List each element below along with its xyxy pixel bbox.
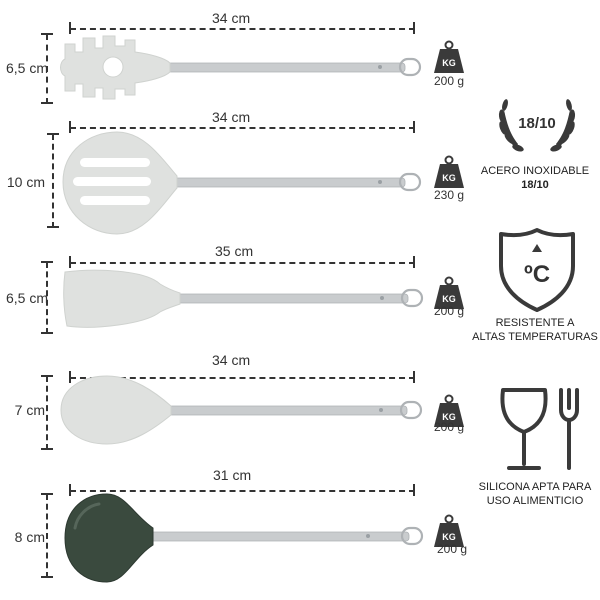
width-dimension-line xyxy=(46,494,48,578)
food-caption-line1: SILICONA APTA PARA xyxy=(478,481,592,493)
width-dimension-line xyxy=(46,376,48,450)
dimension-cap xyxy=(41,261,53,263)
weight-label: 200 g xyxy=(433,304,465,318)
svg-text:KG: KG xyxy=(442,58,456,68)
temperature-caption-line1: RESISTENTE A xyxy=(495,317,575,329)
food-caption-line2: USO ALIMENTICIO xyxy=(486,495,584,507)
width-label: 8 cm xyxy=(14,529,45,545)
steel-grade-text: 18/10 xyxy=(518,115,556,132)
dimension-cap xyxy=(41,332,53,334)
glass-fork-icon xyxy=(500,388,579,470)
width-dimension-line xyxy=(46,262,48,334)
triangle-up-icon xyxy=(532,244,542,252)
width-label: 6,5 cm xyxy=(5,290,48,306)
weight-label: 200 g xyxy=(436,542,468,556)
width-dimension-line xyxy=(52,134,54,228)
weight-icon: KG xyxy=(434,276,464,309)
weight-label: 200 g xyxy=(433,74,465,88)
dimension-cap xyxy=(69,256,71,268)
length-label: 34 cm xyxy=(212,109,251,125)
dimension-cap xyxy=(413,484,415,496)
slotted-spoon-image xyxy=(62,131,422,235)
svg-text:KG: KG xyxy=(442,294,456,304)
dimension-cap xyxy=(69,121,71,133)
svg-text:KG: KG xyxy=(442,532,456,542)
width-label: 6,5 cm xyxy=(5,60,48,76)
weight-icon: KG xyxy=(434,394,464,427)
width-label: 10 cm xyxy=(6,174,45,190)
dimension-cap xyxy=(413,371,415,383)
length-dimension-line xyxy=(70,28,415,30)
length-label: 34 cm xyxy=(212,352,251,368)
length-dimension-line xyxy=(70,490,415,492)
laurel-wreath-icon: 18/10 xyxy=(498,99,576,152)
pasta-server-image xyxy=(60,35,422,100)
width-label: 7 cm xyxy=(14,402,45,418)
length-dimension-line xyxy=(70,127,415,129)
width-dimension-line xyxy=(46,34,48,104)
weight-icon: KG xyxy=(434,514,464,547)
dimension-cap xyxy=(69,484,71,496)
length-label: 31 cm xyxy=(213,467,252,483)
weight-label: 230 g xyxy=(433,188,465,202)
dimension-cap xyxy=(41,33,53,35)
ladle-image xyxy=(64,493,424,583)
weight-label: 200 g xyxy=(433,420,465,434)
dimension-cap xyxy=(413,121,415,133)
spoon-image xyxy=(60,375,423,445)
weight-icon: KG xyxy=(434,40,464,73)
length-dimension-line xyxy=(70,377,415,379)
dimension-cap xyxy=(47,226,59,228)
svg-text:KG: KG xyxy=(442,412,456,422)
steel-caption-line2: 18/10 xyxy=(521,179,549,191)
temperature-caption-line2: ALTAS TEMPERATURAS xyxy=(472,331,598,343)
dimension-cap xyxy=(41,375,53,377)
dimension-cap xyxy=(41,102,53,104)
length-dimension-line xyxy=(70,262,415,264)
dimension-cap xyxy=(41,448,53,450)
spatula-image xyxy=(63,269,424,328)
length-label: 34 cm xyxy=(212,10,251,26)
dimension-cap xyxy=(69,22,71,34)
dimension-cap xyxy=(413,256,415,268)
heat-shield-icon: ºC xyxy=(499,228,575,312)
temperature-symbol-text: ºC xyxy=(524,261,550,288)
length-label: 35 cm xyxy=(215,243,254,259)
dimension-cap xyxy=(47,133,59,135)
steel-caption-line1: ACERO INOXIDABLE xyxy=(480,165,590,177)
dimension-cap xyxy=(69,371,71,383)
dimension-cap xyxy=(41,576,53,578)
svg-text:KG: KG xyxy=(442,173,456,183)
weight-icon: KG xyxy=(434,155,464,188)
dimension-cap xyxy=(413,22,415,34)
dimension-cap xyxy=(41,493,53,495)
